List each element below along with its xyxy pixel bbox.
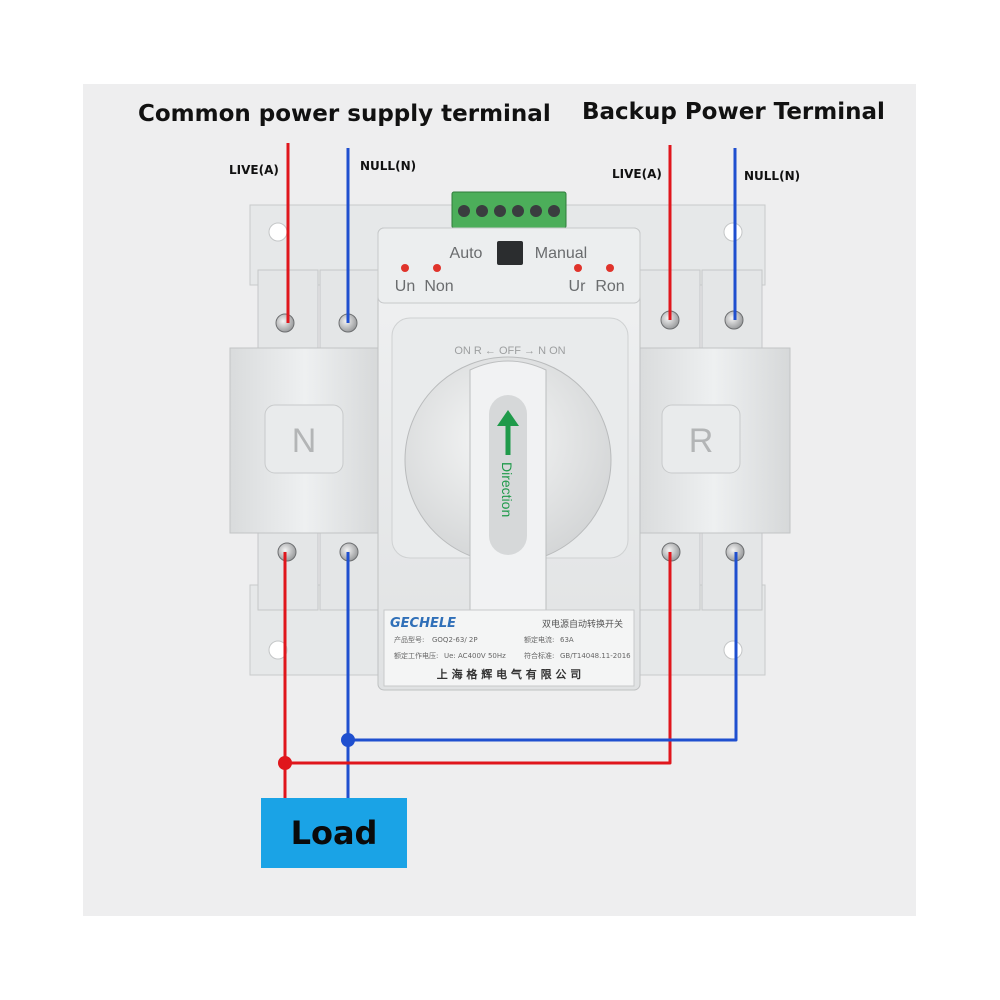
current-value: 63A: [560, 636, 574, 644]
indicator-panel: [377, 227, 641, 304]
mode-manual-label: Manual: [535, 245, 587, 262]
mounting-hole-icon: [268, 640, 288, 660]
mounting-hole-icon: [723, 222, 743, 242]
backup-supply-heading: Backup Power Terminal: [582, 99, 885, 125]
handle-groove: [489, 395, 527, 555]
auto-manual-switch[interactable]: [497, 241, 523, 265]
right-side-button-label: R: [689, 422, 714, 460]
non-indicator-icon: [433, 264, 441, 272]
standard-value: GB/T14048.11-2016: [560, 652, 631, 660]
backup-null-bridge-wire: [348, 552, 738, 742]
backup-live-label: LIVE(A): [612, 167, 662, 181]
standard-label: 符合标准:: [524, 651, 554, 660]
dial-scale: ON R ← OFF → N ON: [454, 345, 565, 357]
model-value: GOQ2-63/ 2P: [432, 636, 478, 644]
right-side-button[interactable]: [661, 404, 741, 474]
ur-label: Ur: [569, 278, 587, 295]
backup-null-label: NULL(N): [744, 169, 801, 183]
nameplate-title: 双电源自动转换开关: [542, 618, 623, 630]
null-junction-icon: [341, 733, 355, 747]
live-junction-icon: [278, 756, 292, 770]
ur-indicator-icon: [574, 264, 582, 272]
terminal-slot: [257, 529, 319, 611]
brand-name: GECHELE: [390, 616, 456, 631]
control-terminal-screws: [458, 205, 560, 217]
left-side-button-label: N: [292, 422, 317, 460]
mounting-hole-icon: [268, 222, 288, 242]
terminal-slot: [701, 269, 763, 351]
model-label: 产品型号:: [394, 635, 424, 644]
mode-auto-label: Auto: [450, 245, 483, 262]
common-null-label: NULL(N): [360, 159, 417, 173]
un-label: Un: [395, 278, 415, 295]
ron-indicator-icon: [606, 264, 614, 272]
nameplate: [383, 609, 635, 687]
left-side-button[interactable]: [264, 404, 344, 474]
load-label: Load: [290, 814, 378, 852]
ron-label: Ron: [595, 278, 624, 295]
voltage-value: Ue: AC400V 50Hz: [444, 652, 506, 660]
mounting-hole-icon: [723, 640, 743, 660]
common-supply-heading: Common power supply terminal: [138, 101, 551, 127]
voltage-label: 额定工作电压:: [394, 651, 438, 660]
direction-arrow-icon: [497, 410, 519, 455]
common-live-label: LIVE(A): [229, 163, 279, 177]
un-indicator-icon: [401, 264, 409, 272]
direction-label: Direction: [499, 462, 515, 517]
current-label: 额定电流:: [524, 635, 554, 644]
load-box: Load: [261, 798, 407, 868]
non-label: Non: [424, 278, 453, 295]
manufacturer-name: 上 海 格 辉 电 气 有 限 公 司: [437, 667, 581, 681]
backup-live-bridge-wire: [285, 552, 672, 765]
terminal-slot: [701, 529, 763, 611]
